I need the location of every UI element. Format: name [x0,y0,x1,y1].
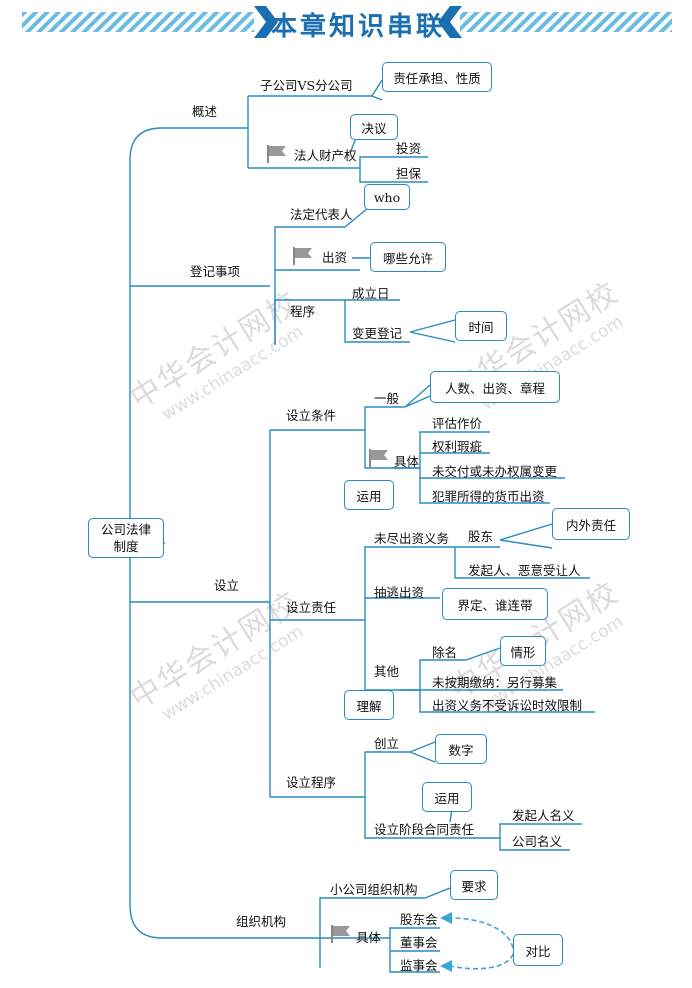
node-zerens: 设立责任 [286,600,337,615]
node-weijin: 未尽出资义务 [374,531,450,546]
callout-duibi: 对比 [513,934,563,966]
node-danbao: 担保 [396,166,422,181]
node-chengxu: 程序 [290,304,316,319]
node-faqiren: 发起人、恶意受让人 [468,563,581,578]
node-shechengxu: 设立程序 [286,775,337,790]
callout-neiwai: 内外责任 [552,508,630,540]
node-jianshihui: 监事会 [400,958,438,973]
node-gudonghui: 股东会 [400,912,438,927]
node-quanli: 权利瑕疵 [432,439,483,454]
root-node: 公司法律制度 [88,518,164,558]
title-banner [22,6,672,38]
callout-yaoqiu: 要求 [450,870,498,900]
callout-shijian: 时间 [455,311,507,341]
node-yiban: 一般 [374,391,400,406]
callout-lijie: 理解 [344,690,394,720]
node-susong: 出资义务不受诉讼时效限制 [432,698,583,713]
flag-icon [331,925,350,943]
node-biangeng: 变更登记 [352,326,403,341]
callout-jueyi: 决议 [350,114,398,140]
callout-naxie: 哪些允许 [370,242,446,272]
page-title: 本章知识串联 [270,12,445,42]
callout-who: who [364,184,410,210]
callout-yunyong1: 运用 [344,480,394,510]
callout-renshu: 人数、出资、章程 [430,371,560,403]
node-chuming: 除名 [432,645,458,660]
node-tiaojian: 设立条件 [286,408,337,423]
node-jieduan: 设立阶段合同责任 [374,822,475,837]
node-dengji: 登记事项 [190,264,241,279]
callout-jieding: 界定、谁连带 [442,588,548,620]
node-chuzi: 出资 [322,250,348,265]
node-sheli: 设立 [214,578,240,593]
node-weijiaofu: 未交付或未办权属变更 [432,464,558,479]
node-touzi: 投资 [396,141,422,156]
node-fanzui: 犯罪所得的货币出资 [432,489,545,504]
node-chengli: 成立日 [352,286,390,301]
flag-icon [293,247,312,265]
callout-qingxing: 情形 [500,636,546,666]
callout-zeren: 责任承担、性质 [382,62,492,92]
callout-yunyong2: 运用 [422,782,472,812]
callout-shuzi: 数字 [435,734,487,764]
node-pinggu: 评估作价 [432,416,483,431]
node-qita: 其他 [374,664,400,679]
node-fading: 法定代表人 [290,207,353,222]
flag-icon [267,145,286,163]
node-xiaogongsi: 小公司组织机构 [330,882,418,897]
node-faren: 法人财产权 [294,148,357,163]
node-zuzhi: 组织机构 [236,914,287,929]
node-gaishu: 概述 [192,104,218,119]
node-weianqi: 未按期缴纳：另行募集 [432,675,558,690]
node-juti1: 具体 [394,454,420,469]
flag-icon [369,449,388,467]
node-chuangli: 创立 [374,736,400,751]
node-juti2: 具体 [356,930,382,945]
node-zigongsi: 子公司VS分公司 [260,78,353,93]
node-gudong: 股东 [468,529,494,544]
node-faqirenming: 发起人名义 [512,808,575,823]
node-chouti: 抽逃出资 [374,585,425,600]
node-gongsiming: 公司名义 [512,834,563,849]
node-dongshihui: 董事会 [400,935,438,950]
